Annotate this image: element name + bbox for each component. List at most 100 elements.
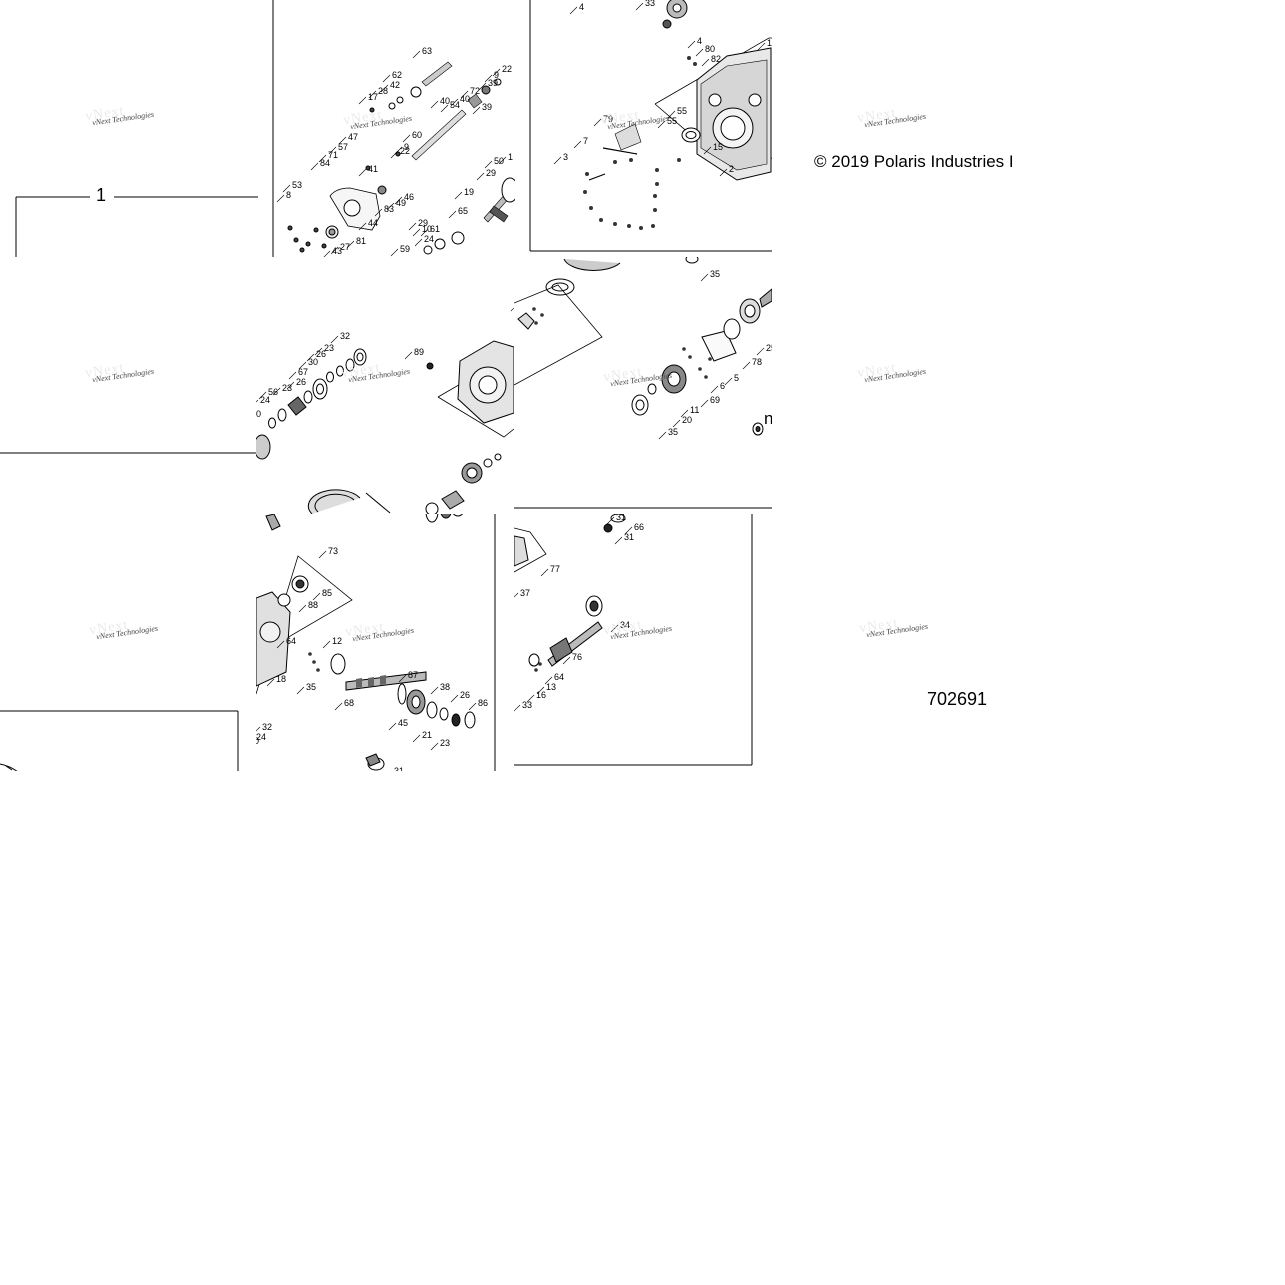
callout-label: 26 xyxy=(460,690,470,700)
leader-line xyxy=(430,686,439,695)
callout-label: 68 xyxy=(344,698,354,708)
callout-label: 12 xyxy=(332,636,342,646)
callout-label: 57 xyxy=(338,142,348,152)
callout-label: 49 xyxy=(396,198,406,208)
bracket-lines xyxy=(15,196,258,257)
leader-line xyxy=(346,240,355,249)
leader-line xyxy=(700,273,709,282)
leader-line xyxy=(695,48,704,57)
callout-label: 54 xyxy=(450,100,460,110)
leader-line xyxy=(430,742,439,751)
leader-line xyxy=(266,678,275,687)
callout-label: 31 xyxy=(394,766,404,771)
leader-line xyxy=(388,722,397,731)
leader-line xyxy=(258,391,267,400)
leader-line xyxy=(757,42,766,51)
leader-line xyxy=(478,82,487,91)
leader-line xyxy=(710,385,719,394)
leader-line xyxy=(614,536,623,545)
frame-lines xyxy=(0,452,256,454)
leader-line xyxy=(412,50,421,59)
leader-line xyxy=(536,686,545,695)
leader-line xyxy=(382,74,391,83)
callout-label: 55 xyxy=(677,106,687,116)
callout-label: 72 xyxy=(470,86,480,96)
callout-label: 34 xyxy=(620,620,630,630)
leader-line xyxy=(390,150,399,159)
leader-line xyxy=(514,592,519,598)
callout-label: 23 xyxy=(440,738,450,748)
callout-label: 16 xyxy=(536,690,546,700)
leader-line xyxy=(330,246,339,255)
callout-label: 24 xyxy=(256,732,266,742)
callout-label: 0 xyxy=(256,736,259,746)
callout-label: 42 xyxy=(390,80,400,90)
callout-label: 28 xyxy=(378,86,388,96)
leader-line xyxy=(368,90,377,99)
leader-line xyxy=(658,431,667,440)
callout-label: 86 xyxy=(478,698,488,708)
callout-label: 23 xyxy=(282,383,292,393)
leader-line xyxy=(635,2,644,11)
callout-label: 19 xyxy=(464,187,474,197)
exploded-view-drawing: 7058105273858812641835876838268645212332… xyxy=(256,514,496,771)
callout-label: 79 xyxy=(603,114,613,124)
callout-label: 31 xyxy=(624,532,634,542)
leader-line xyxy=(569,6,578,15)
leader-line xyxy=(430,100,439,109)
callout-label: 21 xyxy=(422,730,432,740)
leader-line xyxy=(476,172,485,181)
callout-label: 63 xyxy=(422,46,432,56)
callout-label: 80 xyxy=(705,44,715,54)
callout-label: 9 xyxy=(404,142,409,152)
callout-label: 20 xyxy=(682,415,692,425)
callout-label: 39 xyxy=(488,78,498,88)
callout-label: 31 xyxy=(616,514,626,522)
leader-line xyxy=(492,68,501,77)
leader-line xyxy=(256,399,259,403)
callout-label: 1 xyxy=(508,152,513,162)
figure-number: 702691 xyxy=(927,689,988,709)
copyright-notice: © 2019 Polaris Industries I xyxy=(814,152,1014,171)
callout-label: 71 xyxy=(328,150,338,160)
leader-line xyxy=(687,40,696,49)
callout-label: 40 xyxy=(460,94,470,104)
callout-label: 9 xyxy=(494,70,499,80)
leader-line xyxy=(288,371,297,380)
leader-line xyxy=(440,104,449,113)
callout-label: 26 xyxy=(296,377,306,387)
leader-line xyxy=(306,353,315,362)
leader-line xyxy=(334,702,343,711)
leader-line xyxy=(374,208,383,217)
leader-line xyxy=(593,118,602,127)
callout-label: 53 xyxy=(292,180,302,190)
leader-line xyxy=(386,202,395,211)
callout-label: 61 xyxy=(430,224,440,234)
leader-line xyxy=(310,162,319,171)
leader-line xyxy=(680,409,689,418)
callout-label: 32 xyxy=(340,331,350,341)
callout-label: 88 xyxy=(308,600,318,610)
callout-label: 30 xyxy=(308,357,318,367)
leader-line xyxy=(330,335,339,344)
leader-line xyxy=(408,222,417,231)
leader-line xyxy=(742,361,751,370)
leader-line xyxy=(701,58,710,67)
leader-line xyxy=(298,361,307,370)
leader-line xyxy=(700,399,709,408)
leader-line xyxy=(450,98,459,107)
callout-label: 35 xyxy=(306,682,316,692)
leader-line xyxy=(256,726,261,732)
leader-line xyxy=(412,228,421,237)
